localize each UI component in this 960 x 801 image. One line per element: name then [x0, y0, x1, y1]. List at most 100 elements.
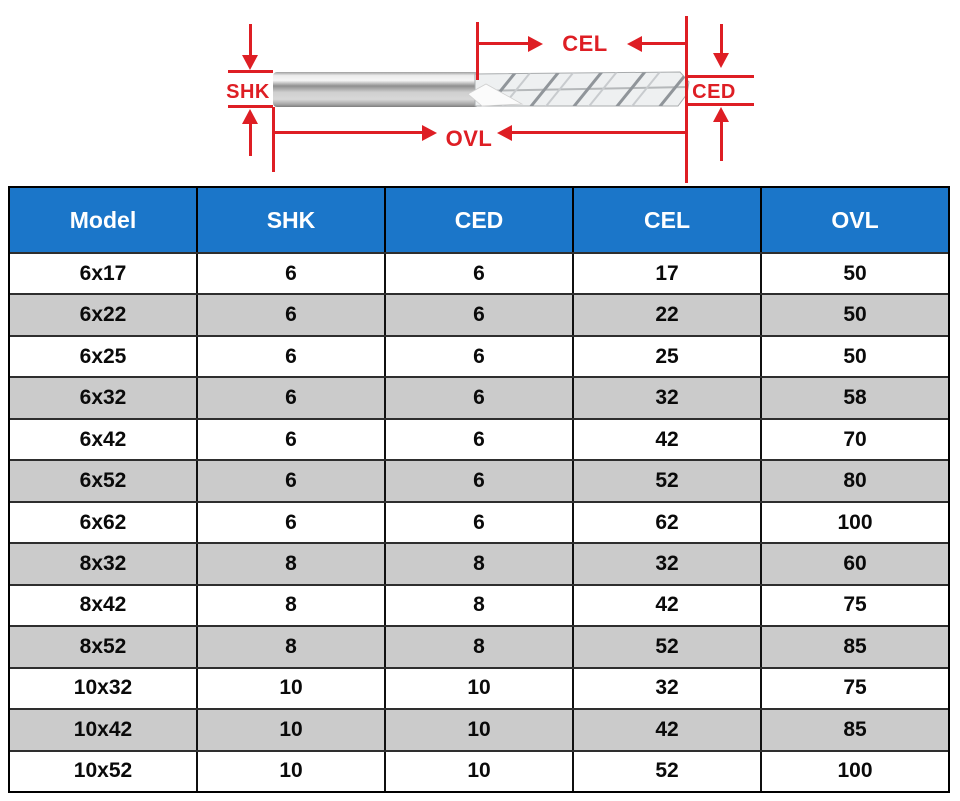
- table-cell: 6: [198, 419, 386, 460]
- table-cell: 85: [843, 717, 867, 741]
- table-cell: 50: [843, 344, 867, 368]
- table-cell: 6: [386, 461, 574, 501]
- table-cell: 10x52: [10, 751, 198, 792]
- table-cell: 8x52: [10, 627, 198, 667]
- table-cell: 32: [574, 668, 762, 709]
- table-cell: 100: [837, 759, 873, 783]
- ced-dimension-label: CED: [692, 81, 736, 103]
- table-cell: 100: [837, 510, 873, 534]
- table-cell: 8: [386, 627, 574, 667]
- table-cell: 42: [574, 419, 762, 460]
- table-cell: 6x25: [10, 336, 198, 377]
- table-cell: 6x52: [10, 461, 198, 501]
- table-cell: 10: [386, 751, 574, 792]
- end-mill-illustration: [273, 71, 690, 107]
- shk-arrow-down-line: [249, 24, 252, 56]
- flute-facet: [467, 83, 524, 107]
- ced-arrow-up-line: [720, 121, 723, 161]
- table-cell: 75: [843, 593, 867, 617]
- table-cell: 32: [574, 544, 762, 584]
- ovl-line-right: [512, 131, 687, 134]
- column-header-model: Model: [10, 188, 198, 252]
- table-cell: 10: [386, 668, 574, 709]
- ovl-dimension-label: OVL: [445, 126, 493, 151]
- table-cell: 52: [574, 627, 762, 667]
- shk-arrow-down-icon: [242, 55, 258, 70]
- table-cell: 6x32: [10, 378, 198, 418]
- table-cell: 8: [198, 544, 386, 584]
- table-cell: 62: [574, 502, 762, 543]
- table-cell: 6: [198, 295, 386, 335]
- cel-extension-line-left: [476, 22, 479, 80]
- dimension-diagram: SHK OVL CEL CED: [0, 0, 960, 186]
- table-cell: 52: [574, 461, 762, 501]
- table-cell: 6: [386, 502, 574, 543]
- cel-arrow-left-icon: [627, 36, 642, 52]
- table-cell: 32: [574, 378, 762, 418]
- table-cell: 6: [198, 378, 386, 418]
- table-header-row: Model SHK CED CEL OVL: [10, 188, 948, 252]
- cel-dimension-label: CEL: [562, 31, 608, 56]
- table-cell: 10: [386, 710, 574, 750]
- table-cell: 17: [574, 254, 762, 294]
- shk-tick-bottom: [228, 105, 273, 108]
- ced-arrow-up-icon: [713, 107, 729, 122]
- table-cell: 6: [386, 295, 574, 335]
- table-cell: 80: [843, 469, 867, 493]
- table-cell: 10: [198, 751, 386, 792]
- table-cell: 6: [198, 502, 386, 543]
- table-cell: 6: [386, 254, 574, 294]
- table-cell: 8: [386, 544, 574, 584]
- table-cell: 10x42: [10, 710, 198, 750]
- table-cell: 52: [574, 751, 762, 792]
- column-header-cel: CEL: [574, 188, 762, 252]
- table-cell: 22: [574, 295, 762, 335]
- table-cell: 60: [843, 552, 867, 576]
- table-cell: 58: [843, 386, 867, 410]
- table-cell: 10: [198, 710, 386, 750]
- column-header-ced: CED: [386, 188, 574, 252]
- table-cell: 6x62: [10, 502, 198, 543]
- shank: [273, 72, 479, 107]
- table-cell: 42: [574, 585, 762, 626]
- table-cell: 50: [843, 303, 867, 327]
- table-cell: 6: [386, 336, 574, 377]
- table-cell: 8: [198, 585, 386, 626]
- shk-arrow-up-line: [249, 123, 252, 156]
- table-cell: 50: [843, 261, 867, 285]
- ced-tick-bottom: [688, 103, 754, 106]
- ced-tick-top: [688, 75, 754, 78]
- table-cell: 6x42: [10, 419, 198, 460]
- ovl-line-left: [274, 131, 422, 134]
- table-cell: 85: [843, 634, 867, 658]
- table-cell: 8x32: [10, 544, 198, 584]
- shk-arrow-up-icon: [242, 109, 258, 124]
- ced-arrow-down-line: [720, 24, 723, 54]
- table-cell: 8x42: [10, 585, 198, 626]
- table-cell: 42: [574, 710, 762, 750]
- table-cell: 6: [386, 378, 574, 418]
- shk-tick-top: [228, 70, 273, 73]
- table-cell: 6: [198, 461, 386, 501]
- column-header-shk: SHK: [198, 188, 386, 252]
- table-cell: 6: [198, 254, 386, 294]
- table-cell: 75: [843, 676, 867, 700]
- cel-arrow-right-icon: [528, 36, 543, 52]
- cel-extension-line-right: [685, 16, 688, 183]
- table-cell: 25: [574, 336, 762, 377]
- ovl-arrow-left-icon: [497, 125, 512, 141]
